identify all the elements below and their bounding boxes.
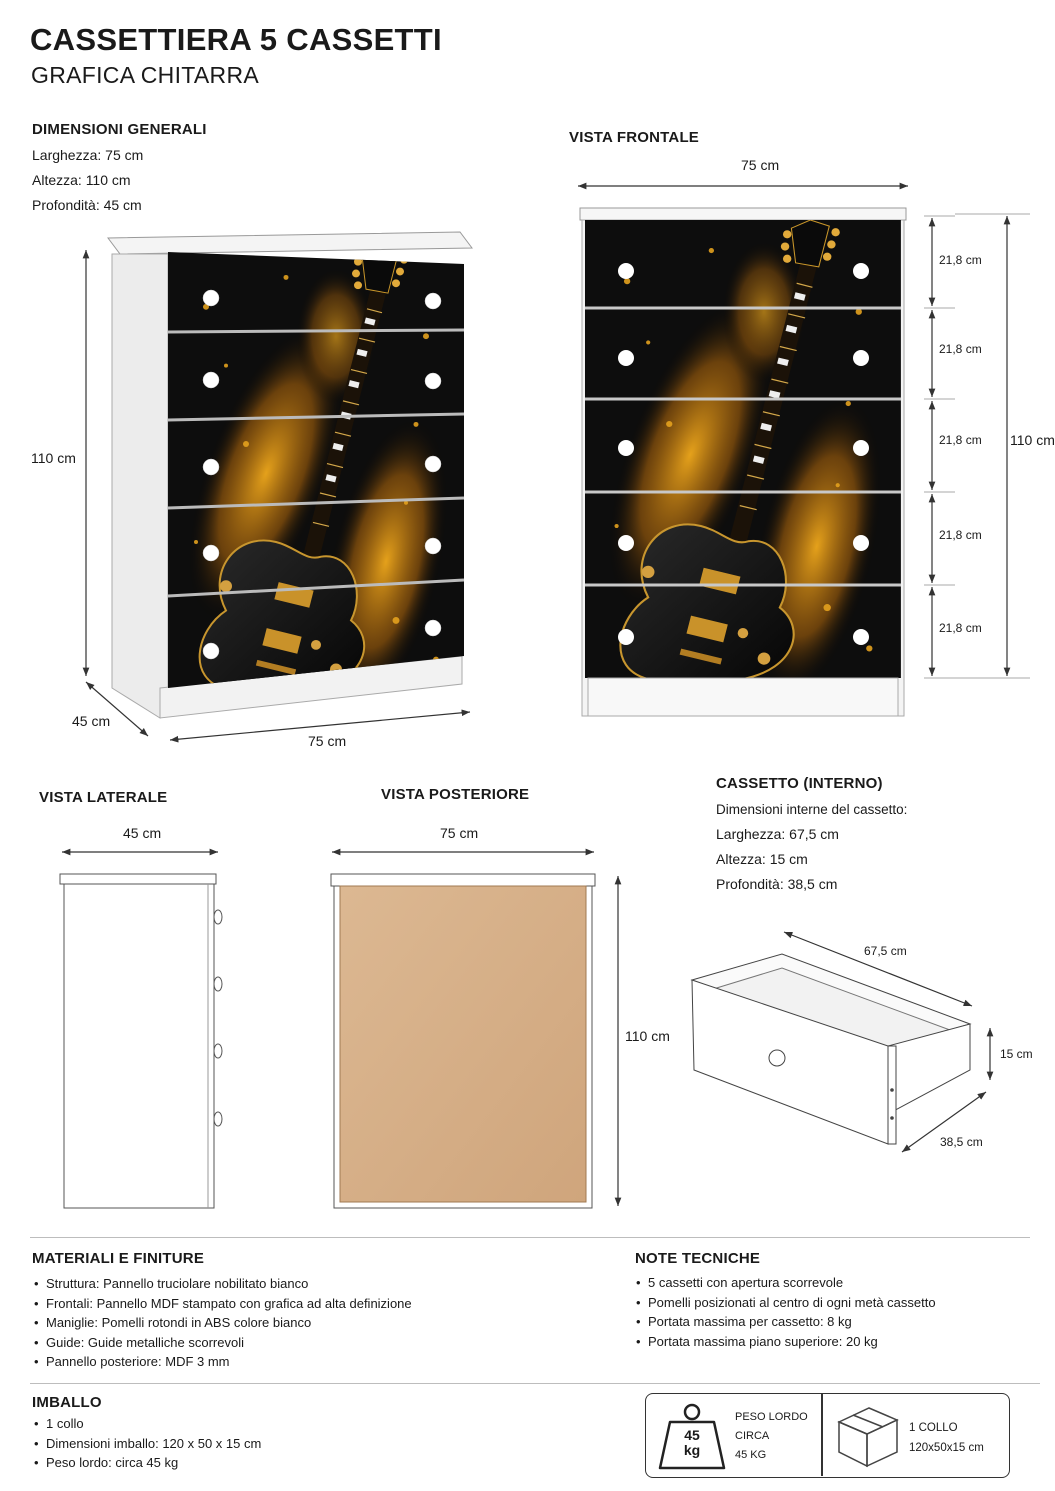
drawer-dim-intro: Dimensioni interne del cassetto: <box>716 802 908 817</box>
drawer-drawing <box>690 931 994 1153</box>
general-height: Altezza: 110 cm <box>32 172 131 188</box>
general-heading: DIMENSIONI GENERALI <box>32 121 207 138</box>
drawer-height-label-2: 21,8 cm <box>939 342 982 356</box>
materials-list: Struttura: Pannello truciolare nobilitat… <box>32 1274 592 1372</box>
drawer-height-label-5: 21,8 cm <box>939 621 982 635</box>
weight-icon-text: 45 kg <box>658 1428 726 1458</box>
packaging-badge: 45 kg PESO LORDO CIRCA 45 KG 1 COLLO 120… <box>645 1393 1010 1478</box>
materials-heading: MATERIALI E FINITURE <box>32 1250 205 1267</box>
materials-item: Pannello posteriore: MDF 3 mm <box>32 1352 592 1372</box>
box-text-line: 120x50x15 cm <box>909 1442 984 1454</box>
drawer-height-label-1: 21,8 cm <box>939 253 982 267</box>
badge-divider <box>821 1394 823 1476</box>
front-drawing <box>578 182 1030 717</box>
page-subtitle: GRAFICA CHITARRA <box>31 62 260 88</box>
weight-text-line: CIRCA <box>735 1430 770 1442</box>
perspective-depth-label: 45 cm <box>72 713 111 729</box>
side-view <box>40 840 240 1220</box>
perspective-height-label: 110 cm <box>31 450 76 466</box>
perspective-view <box>0 0 480 760</box>
back-width-label: 75 cm <box>440 825 479 841</box>
materials-item: Struttura: Pannello truciolare nobilitat… <box>32 1274 592 1294</box>
weight-text: PESO LORDO CIRCA 45 KG <box>735 1408 808 1465</box>
drawer-width: Larghezza: 67,5 cm <box>716 826 839 842</box>
packaging-list: 1 collo Dimensioni imballo: 120 x 50 x 1… <box>32 1414 432 1473</box>
side-drawing <box>59 848 223 1209</box>
back-view <box>320 840 640 1220</box>
side-heading: VISTA LATERALE <box>39 789 168 806</box>
front-width-label: 75 cm <box>741 157 780 173</box>
packaging-item: Dimensioni imballo: 120 x 50 x 15 cm <box>32 1434 432 1454</box>
notes-heading: NOTE TECNICHE <box>635 1250 761 1267</box>
divider-top <box>30 1237 1030 1238</box>
weight-unit: kg <box>683 1442 701 1458</box>
notes-item: 5 cassetti con apertura scorrevole <box>634 1273 1034 1293</box>
materials-item: Guide: Guide metalliche scorrevoli <box>32 1333 592 1353</box>
box-text-line: 1 COLLO <box>909 1422 958 1434</box>
box-icon <box>837 1407 899 1468</box>
drawer-dimensions: Dimensioni interne del cassetto: Larghez… <box>716 797 907 897</box>
notes-item: Pomelli posizionati al centro di ogni me… <box>634 1293 1034 1313</box>
notes-item: Portata massima per cassetto: 8 kg <box>634 1312 1034 1332</box>
packaging-item: Peso lordo: circa 45 kg <box>32 1453 432 1473</box>
notes-list: 5 cassetti con apertura scorrevole Pomel… <box>634 1273 1034 1351</box>
side-width-label: 45 cm <box>123 825 162 841</box>
weight-value: 45 <box>684 1427 700 1443</box>
front-heading: VISTA FRONTALE <box>569 129 700 146</box>
drawer-depth: Profondità: 38,5 cm <box>716 876 838 892</box>
drawer-view <box>680 920 1055 1160</box>
perspective-drawing <box>82 231 473 743</box>
general-depth: Profondità: 45 cm <box>32 197 142 213</box>
front-view <box>560 170 1055 730</box>
weight-text-line: PESO LORDO <box>735 1411 808 1423</box>
packaging-item: 1 collo <box>32 1414 432 1434</box>
general-dimensions: Larghezza: 75 cm Altezza: 110 cm Profond… <box>32 143 143 218</box>
divider-bottom <box>30 1383 1040 1384</box>
drawer-height-label-4: 21,8 cm <box>939 528 982 542</box>
drawer-heading: CASSETTO (INTERNO) <box>716 775 883 792</box>
back-height-label: 110 cm <box>625 1028 670 1044</box>
drawer-height-label: 15 cm <box>1000 1047 1033 1061</box>
materials-item: Maniglie: Pomelli rotondi in ABS colore … <box>32 1313 592 1333</box>
front-height-label: 110 cm <box>1010 432 1055 448</box>
packaging-heading: IMBALLO <box>32 1394 102 1411</box>
drawer-height-label-3: 21,8 cm <box>939 433 982 447</box>
materials-item: Frontali: Pannello MDF stampato con graf… <box>32 1294 592 1314</box>
drawer-depth-label: 38,5 cm <box>940 1135 983 1149</box>
page-title: CASSETTIERA 5 CASSETTI <box>30 22 442 57</box>
weight-icon <box>658 1403 726 1470</box>
general-width: Larghezza: 75 cm <box>32 147 144 163</box>
drawer-height: Altezza: 15 cm <box>716 851 808 867</box>
drawer-width-label: 67,5 cm <box>864 944 907 958</box>
back-drawing <box>330 848 622 1209</box>
weight-text-line: 45 KG <box>735 1449 767 1461</box>
back-heading: VISTA POSTERIORE <box>381 786 530 803</box>
notes-item: Portata massima piano superiore: 20 kg <box>634 1332 1034 1352</box>
box-text: 1 COLLO 120x50x15 cm <box>909 1418 984 1458</box>
perspective-width-label: 75 cm <box>308 733 347 749</box>
